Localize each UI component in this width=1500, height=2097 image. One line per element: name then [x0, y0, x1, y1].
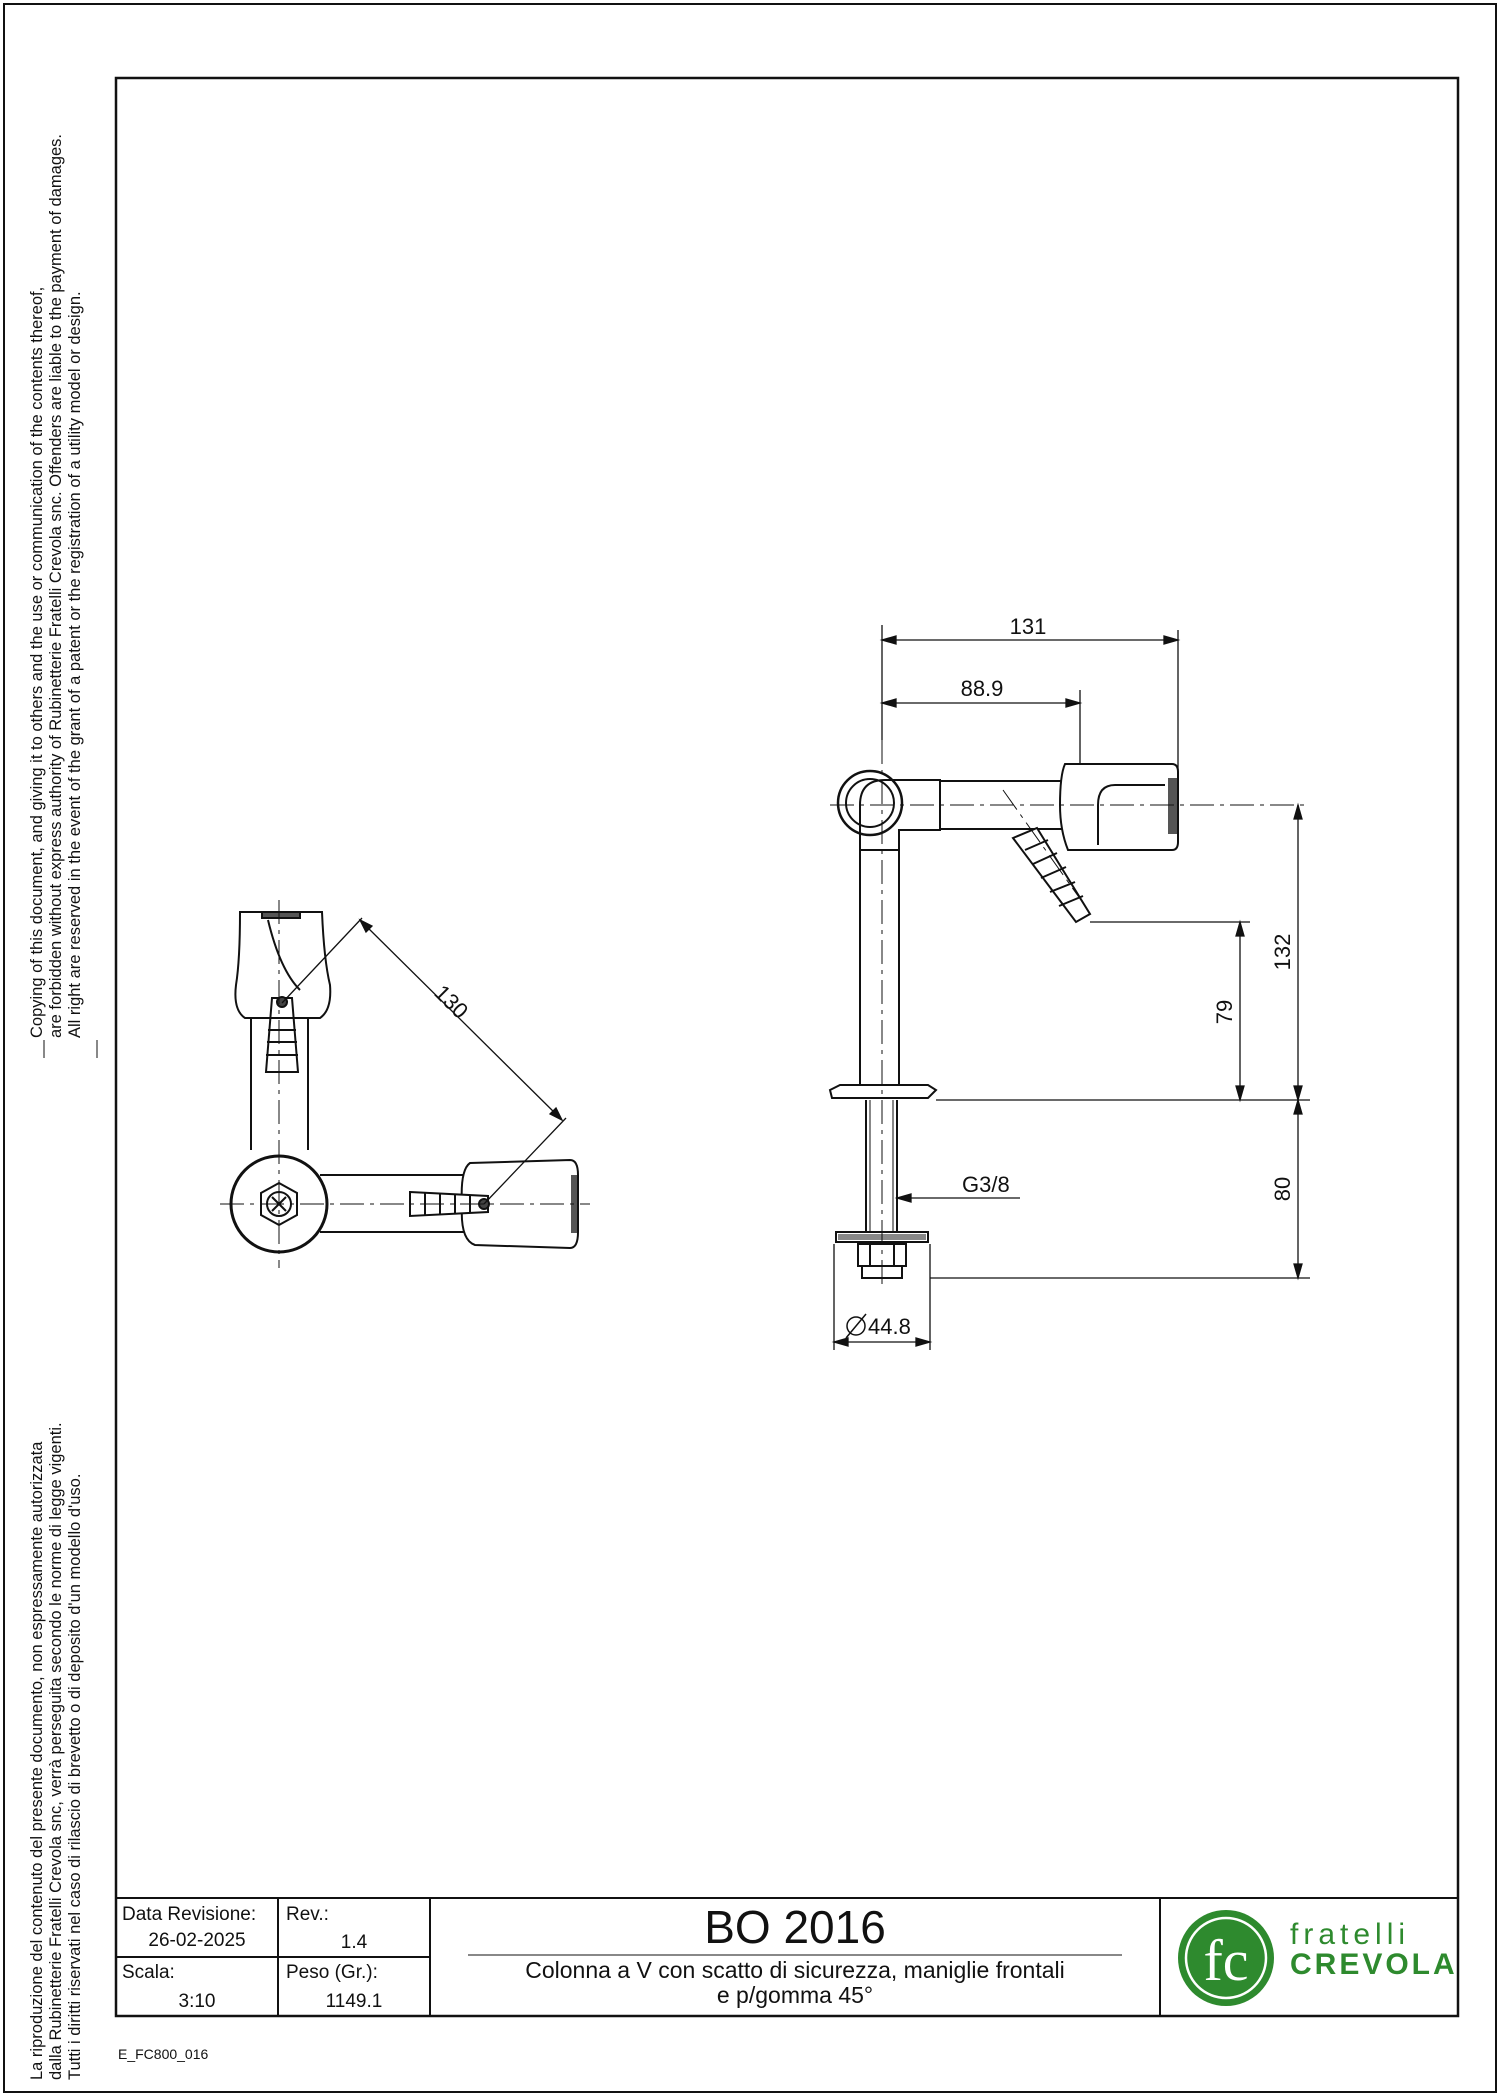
brand-name: fratelli CREVOLA [1290, 1920, 1458, 1980]
dimension-80-label: 80 [1270, 1177, 1295, 1201]
document-id: E_FC800_016 [118, 2046, 209, 2062]
logo-letters: fc [1203, 1928, 1248, 1993]
notice-it-line3: Tutti i diritti riservati nel caso di ri… [66, 1473, 84, 2080]
copyright-notice-en: Copying of this document, and giving it … [28, 134, 85, 1038]
dimension-131-label: 131 [1010, 614, 1047, 639]
revision-date-value: 26-02-2025 [148, 1930, 246, 1951]
product-description: Colonna a V con scatto di sicurezza, man… [430, 1958, 1160, 2008]
title-block-grid [116, 1897, 1458, 2016]
scale-value: 3:10 [178, 1991, 216, 2012]
dimension-130-label: 130 [429, 980, 473, 1024]
notice-en-line3: All right are reserved in the event of t… [66, 291, 84, 1038]
revision-date-label: Data Revisione: [122, 1904, 257, 1925]
front-view-centerlines [830, 740, 1310, 1290]
dimension-132-label: 132 [1270, 934, 1295, 971]
diameter-symbol [845, 1313, 867, 1339]
product-code: BO 2016 [704, 1901, 886, 1953]
company-logo: fc [1178, 1910, 1274, 2006]
brand-name-line2: CREVOLA [1290, 1948, 1458, 1981]
top-view [229, 911, 579, 1254]
thread-label: G3/8 [962, 1172, 1010, 1197]
front-dimensions [831, 625, 1310, 1350]
notice-it-line1: La riproduzione del contenuto del presen… [28, 1441, 46, 2080]
notice-it-line2: dalla Rubinetterie Fratelli Crevola snc,… [47, 1422, 65, 2080]
notice-en-line1: Copying of this document, and giving it … [28, 286, 46, 1038]
scale-label: Scala: [122, 1962, 175, 1983]
dimension-88-9-label: 88.9 [961, 676, 1004, 701]
dimension-79-label: 79 [1212, 1000, 1237, 1024]
top-hose-barb [264, 996, 300, 1073]
front-view [828, 763, 1179, 1279]
description-line2: e p/gomma 45° [716, 1982, 874, 2008]
notice-en-line2: are forbidden without express authority … [47, 133, 65, 1038]
diameter-label: 44.8 [868, 1314, 911, 1339]
description-line1: Colonna a V con scatto di sicurezza, man… [525, 1957, 1065, 1983]
rev-value: 1.4 [340, 1932, 368, 1953]
brand-name-line1: fratelli [1290, 1918, 1411, 1951]
top-view-centerlines [220, 900, 590, 1268]
weight-value: 1149.1 [325, 1991, 383, 2012]
dimension-130 [281, 917, 567, 1205]
outer-frame [3, 3, 1497, 2093]
drawing-frame [114, 76, 1460, 2018]
front-hose-barb [1011, 826, 1092, 924]
copyright-notice-it: La riproduzione del contenuto del presen… [28, 1422, 85, 2080]
rev-label: Rev.: [286, 1904, 329, 1925]
weight-label: Peso (Gr.): [286, 1962, 378, 1983]
